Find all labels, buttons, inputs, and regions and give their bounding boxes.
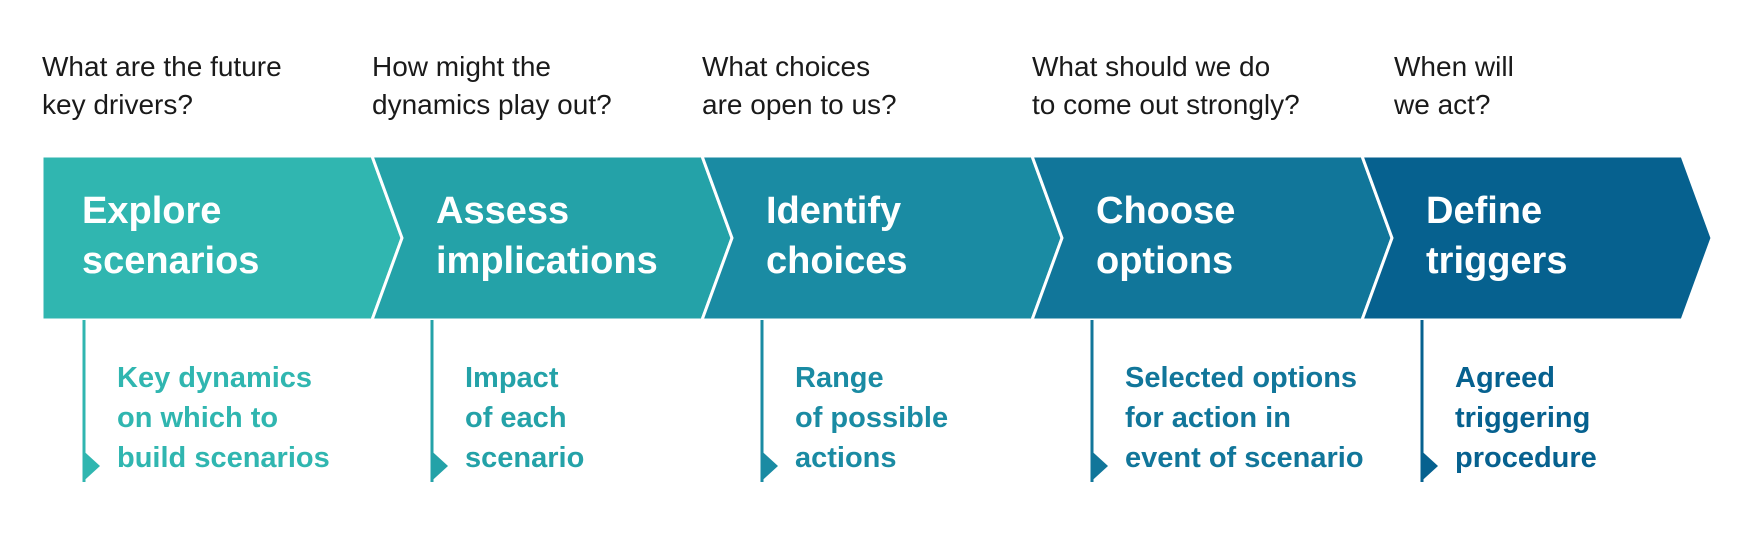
output-arrowhead-5 [1420, 450, 1438, 482]
step-output-line: Agreed [1455, 362, 1555, 394]
step-question-line: key drivers? [42, 89, 193, 120]
step-question-1: What are the future key drivers? [42, 48, 282, 124]
step-title-line: scenarios [82, 240, 260, 282]
step-output-line: of possible [795, 402, 949, 434]
step-output-5: Agreed triggering procedure [1455, 358, 1597, 478]
step-question-line: What choices [702, 51, 871, 82]
step-title-line: Choose [1096, 190, 1236, 232]
step-title-line: triggers [1426, 240, 1568, 282]
step-question-line: What should we do [1032, 51, 1271, 82]
step-title-5: Define triggers [1426, 186, 1567, 286]
step-title-line: choices [766, 240, 908, 282]
step-output-line: triggering [1455, 402, 1591, 434]
step-title-line: Explore [82, 190, 222, 232]
step-output-line: Range [795, 362, 884, 394]
step-output-1: Key dynamics on which to build scenarios [117, 358, 330, 478]
step-question-3: What choices are open to us? [702, 48, 897, 124]
step-output-line: Selected options [1125, 362, 1358, 394]
step-title-3: Identify choices [766, 186, 908, 286]
step-output-line: Impact [465, 362, 559, 394]
step-question-line: When will [1394, 51, 1514, 82]
step-title-4: Choose options [1096, 186, 1235, 286]
output-arrowhead-4 [1090, 450, 1108, 482]
step-output-line: event of scenario [1125, 442, 1364, 474]
step-output-2: Impact of each scenario [465, 358, 584, 478]
step-question-line: we act? [1394, 89, 1491, 120]
step-output-3: Range of possible actions [795, 358, 948, 478]
step-chevron-5 [1359, 154, 1714, 322]
step-output-line: on which to [117, 402, 279, 434]
step-question-2: How might the dynamics play out? [372, 48, 612, 124]
step-title-line: options [1096, 240, 1234, 282]
step-question-line: are open to us? [702, 89, 897, 120]
step-output-line: of each [465, 402, 567, 434]
step-output-4: Selected options for action in event of sc… [1125, 358, 1364, 478]
output-arrowhead-3 [760, 450, 778, 482]
step-title-line: implications [436, 240, 658, 282]
step-output-line: for action in [1125, 402, 1291, 434]
step-question-line: to come out strongly? [1032, 89, 1300, 120]
step-output-line: Key dynamics [117, 362, 313, 394]
step-title-line: Identify [766, 190, 902, 232]
step-question-line: How might the [372, 51, 551, 82]
step-question-5: When will we act? [1394, 48, 1514, 124]
output-arrowhead-2 [430, 450, 448, 482]
step-output-line: procedure [1455, 442, 1597, 474]
step-output-line: actions [795, 442, 897, 474]
step-question-line: dynamics play out? [372, 89, 612, 120]
step-title-2: Assess implications [436, 186, 658, 286]
step-title-line: Define [1426, 190, 1543, 232]
output-arrowhead-1 [82, 450, 100, 482]
step-question-4: What should we do to come out strongly? [1032, 48, 1300, 124]
step-output-line: scenario [465, 442, 585, 474]
step-question-line: What are the future [42, 51, 282, 82]
step-title-1: Explore scenarios [82, 186, 259, 286]
step-output-line: build scenarios [117, 442, 330, 474]
step-title-line: Assess [436, 190, 570, 232]
